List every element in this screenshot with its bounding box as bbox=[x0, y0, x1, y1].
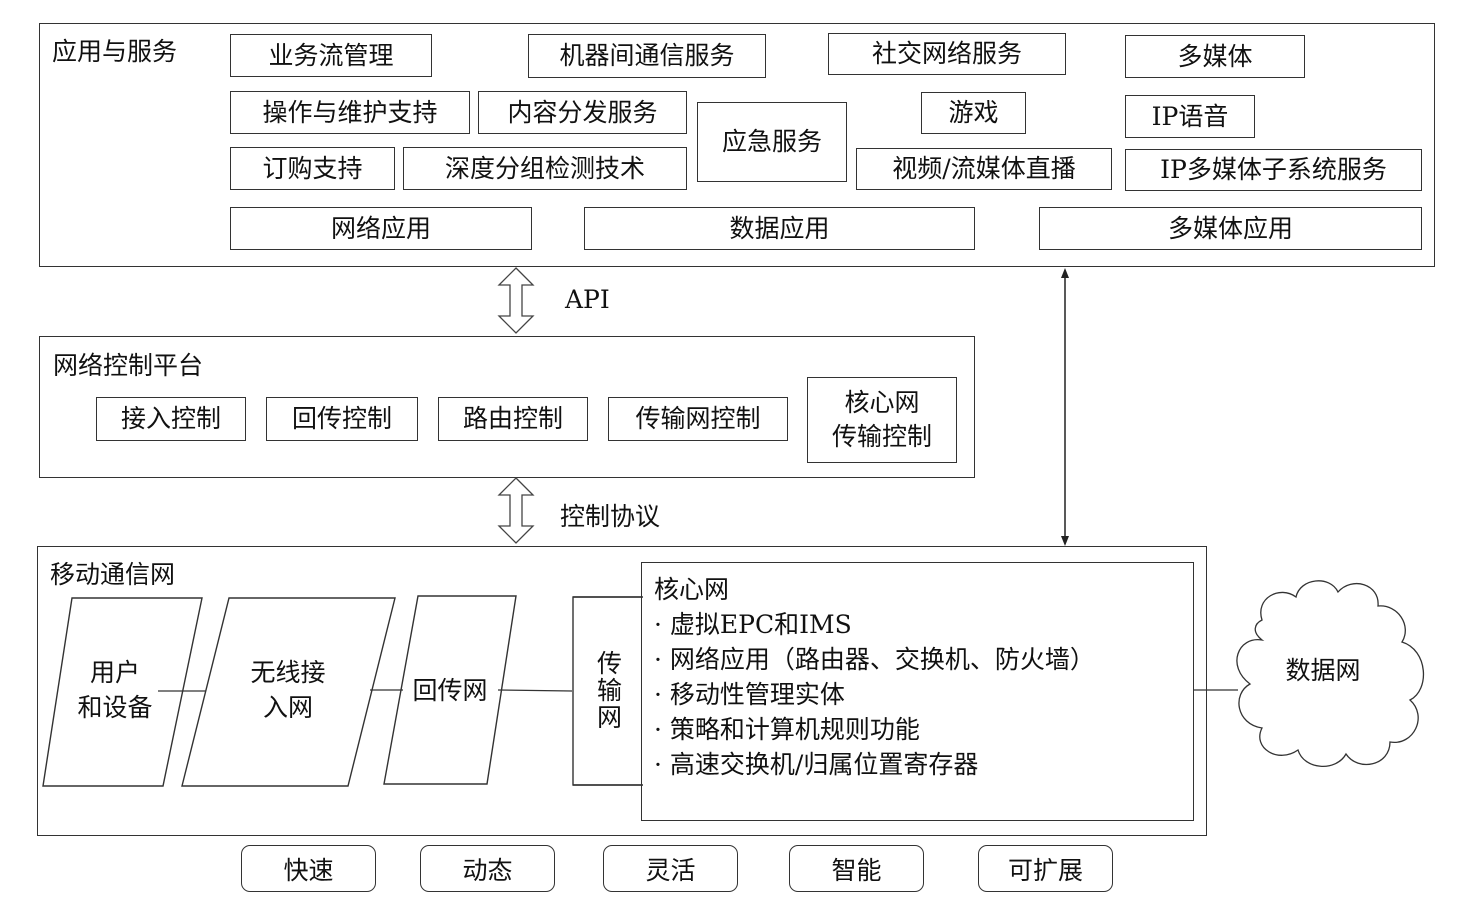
feature-flexible: 灵活 bbox=[603, 845, 738, 892]
connector-backhaul-transport bbox=[497, 689, 573, 692]
backhaul-network-shape bbox=[383, 595, 517, 785]
service-emergency: 应急服务 bbox=[697, 102, 847, 182]
core-network-title: 核心网 bbox=[654, 575, 730, 604]
service-business-flow: 业务流管理 bbox=[230, 34, 432, 77]
feature-intelligent: 智能 bbox=[789, 845, 924, 892]
control-protocol-double-arrow bbox=[497, 477, 535, 544]
user-devices-shape bbox=[42, 597, 203, 787]
data-network-cloud bbox=[1236, 580, 1424, 767]
service-dpi: 深度分组检测技术 bbox=[403, 147, 687, 190]
control-backhaul: 回传控制 bbox=[266, 397, 418, 441]
user-devices: 用户 和设备 bbox=[60, 650, 170, 730]
service-oam-support: 操作与维护支持 bbox=[230, 91, 470, 134]
control-core-transport: 核心网 传输控制 bbox=[807, 377, 957, 463]
control-core-transport-line2: 传输控制 bbox=[831, 422, 932, 451]
core-bullet: · 移动性管理实体 bbox=[654, 680, 845, 709]
network-control-platform-title: 网络控制平台 bbox=[53, 351, 204, 380]
control-routing: 路由控制 bbox=[438, 397, 588, 441]
service-ordering-support: 订购支持 bbox=[230, 147, 395, 190]
user-devices-line2: 和设备 bbox=[77, 693, 153, 722]
radio-access-network-line2: 入网 bbox=[262, 693, 313, 722]
control-protocol-label: 控制协议 bbox=[560, 502, 661, 531]
data-plane-arrow-down bbox=[1061, 536, 1069, 546]
service-games: 游戏 bbox=[921, 92, 1026, 134]
service-video-streaming: 视频/流媒体直播 bbox=[856, 148, 1112, 190]
feature-fast: 快速 bbox=[241, 845, 376, 892]
feature-scalable: 可扩展 bbox=[978, 845, 1113, 892]
core-bullet: · 网络应用（路由器、交换机、防火墙） bbox=[654, 645, 1095, 674]
service-voip: IP语音 bbox=[1125, 95, 1255, 138]
service-m2m: 机器间通信服务 bbox=[528, 34, 766, 78]
radio-access-network: 无线接 入网 bbox=[228, 650, 348, 730]
user-devices-line1: 用户 bbox=[89, 658, 140, 687]
category-data-apps: 数据应用 bbox=[584, 207, 975, 250]
category-multimedia-apps: 多媒体应用 bbox=[1039, 207, 1422, 250]
transport-network: 传输网 bbox=[593, 649, 623, 731]
backhaul-network: 回传网 bbox=[412, 675, 488, 705]
core-bullet: · 策略和计算机规则功能 bbox=[654, 715, 920, 744]
core-network: 核心网 · 虚拟EPC和IMS · 网络应用（路由器、交换机、防火墙） · 移动… bbox=[641, 562, 1194, 821]
core-bullet: · 高速交换机/归属位置寄存器 bbox=[654, 750, 979, 779]
control-transport-network: 传输网控制 bbox=[608, 397, 788, 441]
service-content-delivery: 内容分发服务 bbox=[478, 91, 687, 134]
feature-dynamic: 动态 bbox=[420, 845, 555, 892]
control-core-transport-line1: 核心网 bbox=[844, 388, 920, 418]
service-multimedia: 多媒体 bbox=[1125, 35, 1305, 78]
service-ims: IP多媒体子系统服务 bbox=[1125, 149, 1422, 191]
data-plane-arrow-up bbox=[1061, 268, 1069, 278]
application-services-title: 应用与服务 bbox=[52, 37, 178, 66]
data-network: 数据网 bbox=[1285, 655, 1361, 685]
core-bullet: · 虚拟EPC和IMS bbox=[654, 610, 852, 639]
api-double-arrow bbox=[497, 267, 535, 334]
category-network-apps: 网络应用 bbox=[230, 207, 532, 250]
control-access: 接入控制 bbox=[96, 397, 246, 441]
api-label: API bbox=[565, 285, 610, 314]
radio-access-network-shape bbox=[181, 597, 396, 787]
mobile-network-title: 移动通信网 bbox=[50, 560, 176, 589]
radio-access-network-line1: 无线接 bbox=[250, 658, 326, 687]
service-social-network: 社交网络服务 bbox=[828, 33, 1066, 75]
